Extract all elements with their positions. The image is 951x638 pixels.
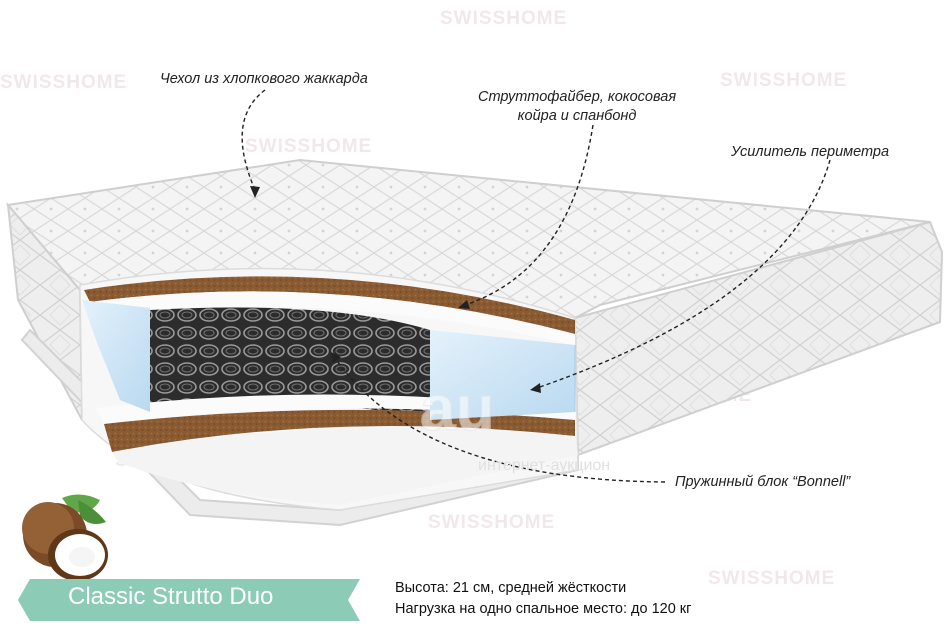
perimeter-foam-right: [430, 330, 575, 420]
watermark-brand: SWISSHOME: [440, 8, 568, 29]
callout-filling-line1: Струттофайбер, кокосовая: [478, 89, 677, 105]
svg-text:au: au: [420, 372, 495, 444]
spring-block: [150, 307, 430, 420]
callout-filling-line2: койра и спанбонд: [517, 108, 637, 124]
callout-filling: Струттофайбер, кокосовая койра и спанбон…: [478, 88, 676, 126]
callout-cover: Чехол из хлопкового жаккарда: [160, 71, 368, 87]
coir-layer-top: [84, 276, 575, 334]
product-specs: Высота: 21 см, средней жёсткости Нагрузк…: [395, 578, 691, 620]
spec-load: Нагрузка на одно спальное место: до 120 …: [395, 601, 692, 617]
product-name: Classic Strutto Duo: [68, 583, 274, 610]
watermark-brand: SWISSHOME: [720, 70, 848, 91]
watermark-brand: SWISSHOME: [428, 512, 556, 533]
callout-arrowheads: [250, 186, 541, 393]
au-logo-watermark: au: [419, 371, 495, 444]
callout-lines: [241, 89, 831, 483]
watermark-brand: SWISSHOME: [0, 72, 128, 93]
perimeter-foam-left: [82, 300, 150, 412]
cutaway: [79, 267, 579, 511]
coconut-icon: [22, 494, 108, 581]
callout-perimeter: Усилитель периметра: [731, 144, 890, 160]
watermark-brand: SWISSHOME: [708, 568, 836, 589]
spec-height: Высота: 21 см, средней жёсткости: [395, 580, 627, 596]
strutto-layer-top: [90, 291, 575, 345]
watermark-brand: SWISSHOME: [245, 136, 373, 157]
product-banner: [18, 579, 360, 621]
callout-spring-block: Пружинный блок “Bonnell”: [675, 474, 851, 490]
coir-layer-bottom: [104, 409, 575, 452]
watermark-tagline: интернет-аукцион: [478, 457, 610, 474]
